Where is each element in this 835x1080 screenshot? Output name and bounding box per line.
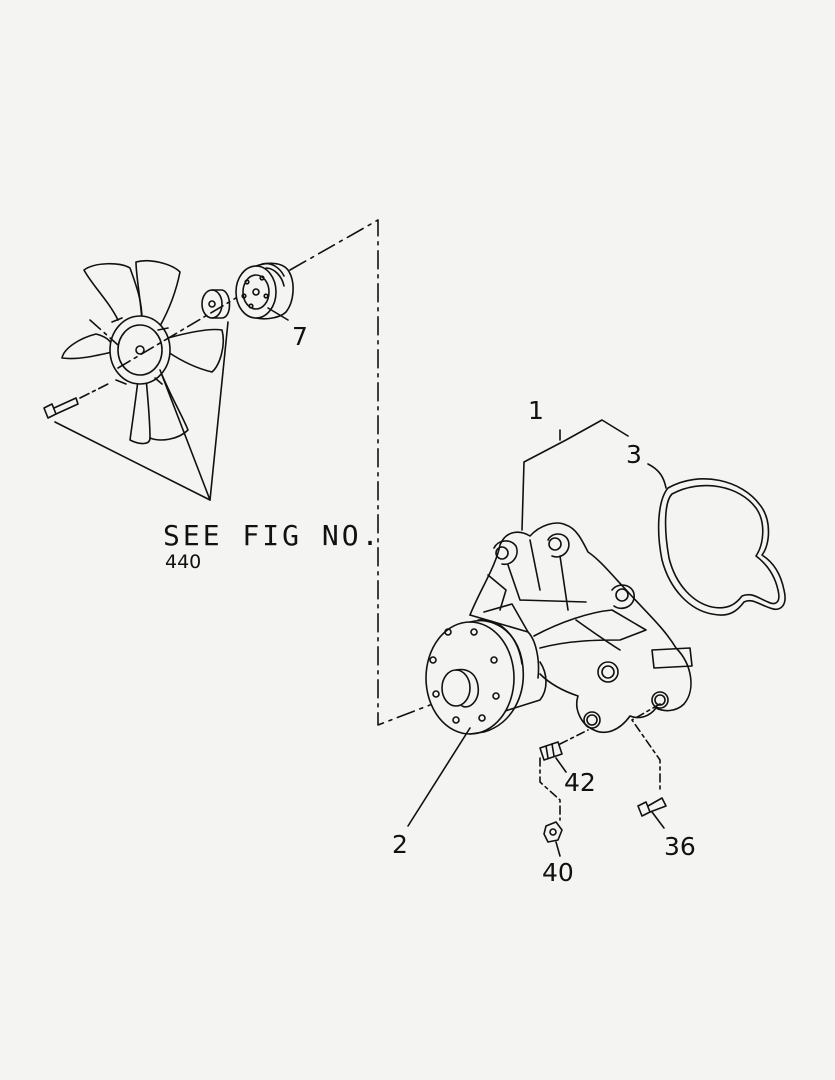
fan-centerline: [117, 297, 237, 369]
gasket: [657, 478, 786, 616]
cooling-fan: [61, 259, 237, 445]
fan-blade: [167, 328, 225, 373]
fan-hub: [109, 315, 171, 385]
callout-2-leader: [407, 727, 471, 827]
see-fig-label: SEE FIG NO.: [163, 519, 382, 552]
callout-7-leader: [267, 307, 289, 321]
fan-blade: [135, 259, 181, 327]
callout-42: 42: [564, 768, 596, 797]
fan-spacer: [201, 289, 231, 319]
callout-3: 3: [626, 440, 642, 469]
stud: [539, 729, 589, 821]
water-pump: [425, 522, 693, 735]
fan-blade: [129, 379, 151, 445]
fan-blade: [145, 369, 189, 441]
callout-1-leader: [521, 419, 629, 531]
callout-2: 2: [392, 830, 408, 859]
callout-7: 7: [292, 322, 308, 351]
callout-36: 36: [664, 832, 696, 861]
fan-pulley: [235, 262, 294, 320]
nut: [543, 821, 563, 857]
see-fig-number: 440: [165, 551, 202, 573]
bolt: [631, 703, 667, 829]
callout-40: 40: [542, 858, 574, 887]
callout-1: 1: [528, 396, 544, 425]
fan-blade: [61, 333, 113, 360]
fan-bolt: [43, 383, 109, 419]
shaft-centerline: [289, 219, 431, 726]
fan-blade: [83, 262, 143, 321]
